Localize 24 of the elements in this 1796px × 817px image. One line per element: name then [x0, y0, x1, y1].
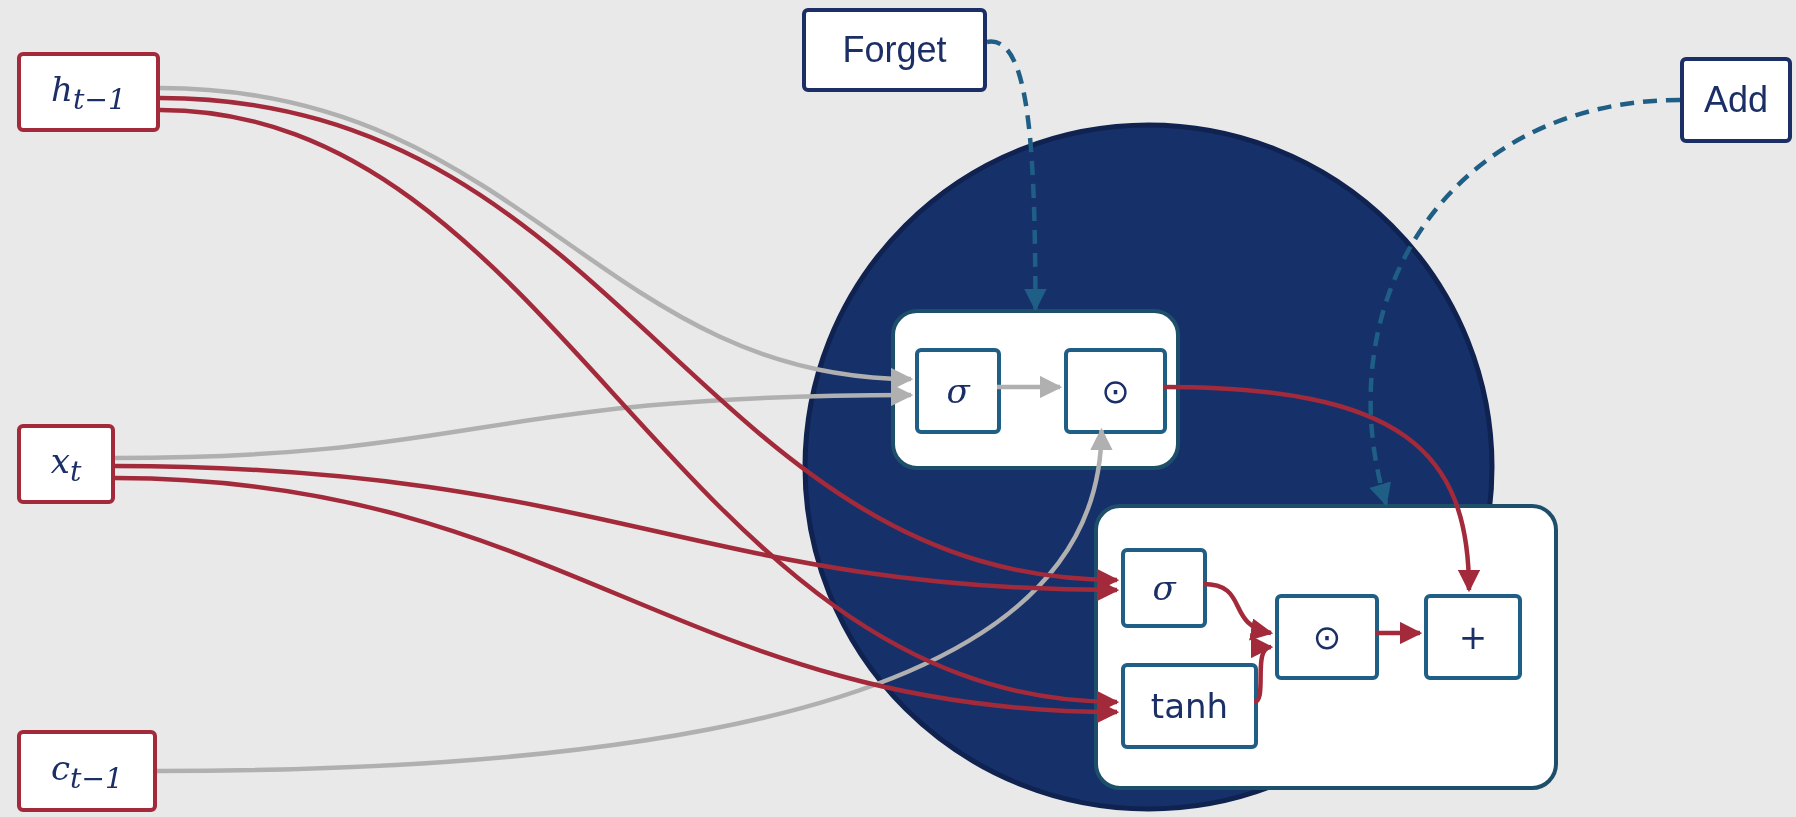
- operation-node: σ: [1121, 548, 1207, 628]
- gate-panel: [891, 309, 1180, 470]
- variable-tag: c$_{t−1}$: [17, 730, 157, 812]
- operation-node: +: [1424, 594, 1522, 680]
- dashed-arrow: [1368, 97, 1681, 507]
- arrow: [1202, 581, 1274, 639]
- arrow: [114, 475, 1120, 723]
- arrow: [114, 384, 914, 461]
- variable-tag: x$_{t}$: [17, 424, 115, 504]
- arrow: [159, 85, 914, 389]
- gate-tag: Forget: [802, 8, 987, 92]
- operation-node: σ: [915, 348, 1001, 434]
- arrow: [156, 427, 1111, 774]
- operation-node: ⊙: [1064, 348, 1167, 434]
- gate-tag: Add: [1680, 57, 1792, 143]
- gate-panel: [1094, 504, 1558, 790]
- arrow: [997, 375, 1063, 399]
- variable-tag: h$_{t−1}$: [17, 52, 160, 132]
- operation-node: tanh: [1121, 663, 1258, 749]
- arrow: [1162, 384, 1480, 593]
- arrow: [114, 463, 1120, 601]
- operation-node: ⊙: [1275, 594, 1379, 680]
- arrow: [1375, 621, 1423, 645]
- dashed-arrow: [986, 39, 1047, 312]
